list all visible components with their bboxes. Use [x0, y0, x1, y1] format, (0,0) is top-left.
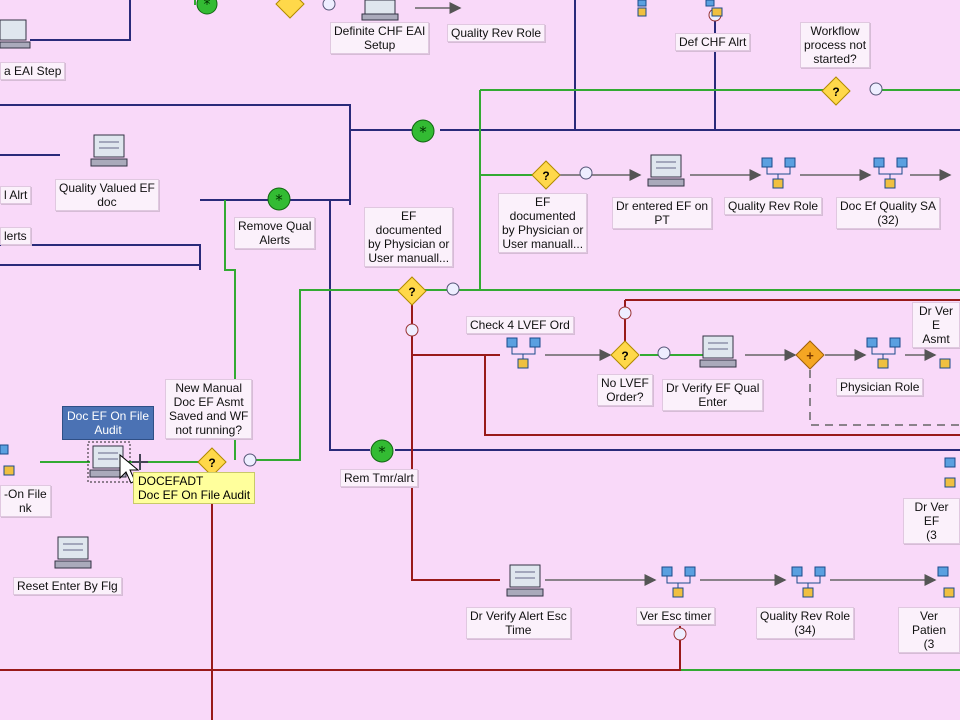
- node-label-ver-esc-timer[interactable]: Ver Esc timer: [636, 607, 716, 625]
- svg-text:?: ?: [621, 349, 628, 363]
- node-label-lerts[interactable]: lerts: [0, 227, 31, 245]
- svg-text:*: *: [275, 191, 283, 209]
- role-icon[interactable]: [705, 0, 723, 17]
- decision-ef-doc-2[interactable]: ?: [531, 160, 561, 190]
- node-label-dr-verify-ef-qual[interactable]: Dr Verify EF Qual Enter: [662, 379, 764, 411]
- node-label-physician-role[interactable]: Physician Role: [836, 378, 924, 396]
- join-node-remove-qual[interactable]: *: [267, 187, 291, 211]
- node-label-doc-ef-on-file-audit-selected[interactable]: Doc EF On File Audit: [62, 406, 155, 440]
- task-icon[interactable]: [506, 564, 544, 597]
- task-icon[interactable]: [647, 154, 685, 187]
- svg-text:*: *: [378, 443, 386, 461]
- node-label-quality-valued-ef[interactable]: Quality Valued EF doc: [55, 179, 159, 211]
- svg-text:?: ?: [208, 456, 215, 470]
- svg-text:*: *: [419, 123, 427, 141]
- node-label-ver-patient[interactable]: Ver Patien (3: [898, 607, 960, 653]
- node-label-workflow-not-started[interactable]: Workflow process not started?: [800, 22, 871, 68]
- task-icon[interactable]: [90, 134, 128, 167]
- node-label-on-file-nk[interactable]: -On File nk: [0, 485, 51, 517]
- dashed-connector: [809, 370, 960, 426]
- node-label-rem-tmr-alrt[interactable]: Rem Tmr/alrt: [340, 469, 418, 487]
- svg-text:?: ?: [542, 169, 549, 183]
- role-icon[interactable]: [661, 566, 696, 598]
- node-label-quality-rev-role-34[interactable]: Quality Rev Role (34): [756, 607, 855, 639]
- role-icon[interactable]: [937, 566, 955, 598]
- decision-node-top[interactable]: [275, 0, 305, 19]
- node-label-remove-qual-alerts[interactable]: Remove Qual Alerts: [234, 217, 316, 249]
- svg-text:?: ?: [408, 285, 415, 299]
- node-label-dr-ver-asmt[interactable]: Dr Ver E Asmt: [912, 302, 960, 348]
- node-label-quality-rev-role-mid[interactable]: Quality Rev Role: [724, 197, 823, 215]
- role-icon[interactable]: [0, 444, 15, 476]
- join-node-rem-tmr[interactable]: *: [370, 439, 394, 463]
- node-label-def-chf-alrt[interactable]: Def CHF Alrt: [675, 33, 751, 51]
- join-node-mid[interactable]: *: [411, 119, 435, 143]
- role-icon[interactable]: [791, 566, 826, 598]
- join-node-top[interactable]: *: [196, 0, 218, 15]
- node-label-dr-entered-ef[interactable]: Dr entered EF on PT: [612, 197, 713, 229]
- green-connectors: [40, 0, 960, 671]
- task-icon[interactable]: [0, 19, 31, 49]
- decision-workflow[interactable]: ?: [821, 76, 851, 106]
- task-icon-selected[interactable]: [87, 441, 131, 483]
- task-icon[interactable]: [54, 536, 92, 569]
- tooltip-doc-ef-on-file-audit: DOCEFADT Doc EF On File Audit: [133, 472, 256, 504]
- role-icon[interactable]: [866, 337, 901, 369]
- role-icon[interactable]: [761, 157, 796, 189]
- node-label-quality-rev-role-top[interactable]: Quality Rev Role: [447, 24, 546, 42]
- node-label-no-lvef-order[interactable]: No LVEF Order?: [597, 374, 653, 406]
- node-label-dr-ver-ef-right[interactable]: Dr Ver EF (3: [903, 498, 960, 544]
- decision-ef-doc-1[interactable]: ?: [397, 276, 427, 306]
- task-icon[interactable]: [361, 0, 399, 21]
- grey-arrows: [415, 2, 952, 586]
- svg-text:*: *: [204, 0, 211, 13]
- node-label-l-alrt[interactable]: l Alrt: [0, 186, 32, 204]
- node-label-new-manual-doc[interactable]: New Manual Doc EF Asmt Saved and WF not …: [165, 379, 253, 439]
- node-label-reset-enter-by-flg[interactable]: Reset Enter By Flg: [13, 577, 122, 595]
- node-label-eai-step[interactable]: a EAI Step: [0, 62, 66, 80]
- or-node-orange[interactable]: +: [795, 340, 825, 370]
- node-label-dr-verify-alert-esc[interactable]: Dr Verify Alert Esc Time: [466, 607, 571, 639]
- role-icon[interactable]: [873, 157, 908, 189]
- decision-no-lvef[interactable]: ?: [610, 340, 640, 370]
- node-label-ef-documented-2[interactable]: EF documented by Physician or User manua…: [498, 193, 588, 253]
- node-label-definite-chf[interactable]: Definite CHF EAI Setup: [330, 22, 430, 54]
- check-marker: [243, 0, 883, 467]
- role-icon[interactable]: [944, 457, 956, 488]
- node-label-check-4-lvef[interactable]: Check 4 LVEF Ord: [466, 316, 574, 334]
- role-icon[interactable]: [506, 337, 541, 369]
- node-label-doc-ef-quality-sa[interactable]: Doc Ef Quality SA (32): [836, 197, 941, 229]
- task-icon[interactable]: [699, 335, 737, 368]
- role-icon[interactable]: [637, 0, 647, 17]
- svg-text:?: ?: [832, 85, 839, 99]
- svg-text:+: +: [806, 348, 814, 363]
- navy-connectors: [0, 0, 960, 451]
- node-label-ef-documented-1[interactable]: EF documented by Physician or User manua…: [364, 207, 454, 267]
